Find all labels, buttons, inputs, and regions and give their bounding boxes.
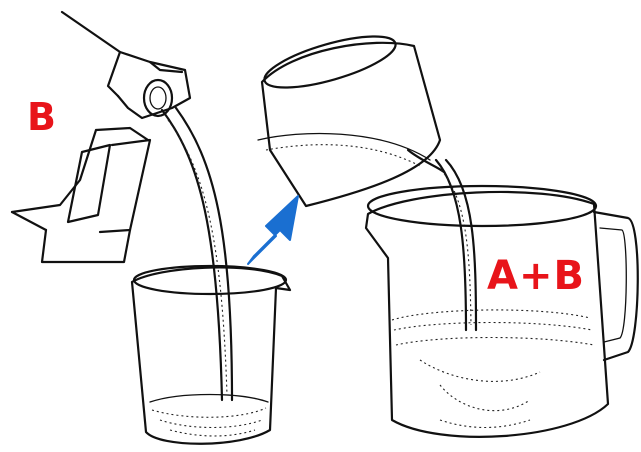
arrow-up-right-icon [248,196,298,264]
jug-large [366,186,638,437]
beaker-small [132,266,290,444]
label-a-plus-b: A+B [487,256,585,296]
beaker-pouring [258,26,444,206]
stream-b [162,108,232,400]
label-b: B [27,98,57,136]
